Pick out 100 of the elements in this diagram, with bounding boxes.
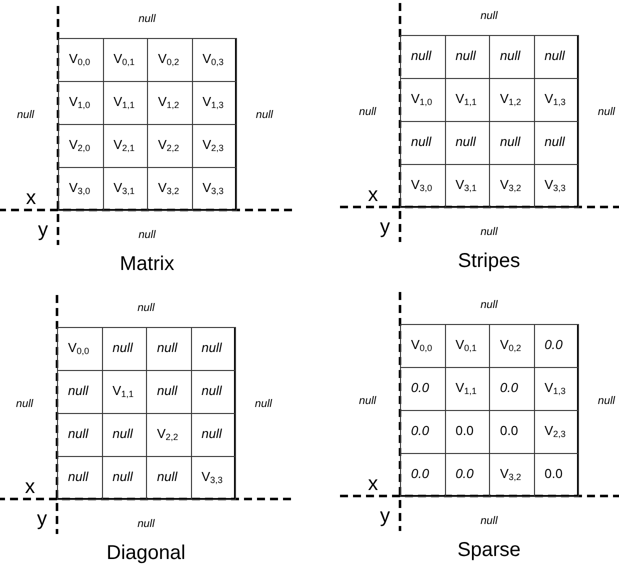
boundary-label: null bbox=[138, 228, 156, 243]
cell-value: null bbox=[68, 469, 88, 484]
cell-value: V$_{3,3}$ bbox=[202, 469, 223, 484]
cell-value: 0.0 bbox=[456, 466, 474, 481]
cell-value: null bbox=[202, 340, 222, 355]
cell-value: V$_{0,2}$ bbox=[158, 51, 180, 66]
cell-value: null bbox=[456, 48, 476, 63]
cell-value: null bbox=[157, 383, 178, 398]
boundary-label: null bbox=[256, 108, 273, 123]
boundary-label: null bbox=[598, 394, 615, 409]
boundary-label: null bbox=[138, 12, 156, 27]
grid-cell bbox=[400, 35, 446, 79]
boundary-label: null bbox=[480, 225, 498, 240]
cell-value: V$_{3,3}$ bbox=[544, 177, 566, 192]
boundary-label: null bbox=[254, 397, 272, 412]
cell-value: V$_{1,3}$ bbox=[202, 94, 224, 109]
axis-label: y bbox=[38, 220, 48, 240]
cell-value: 0.0 bbox=[411, 423, 430, 438]
axis-label: x bbox=[26, 188, 36, 208]
grid-cell bbox=[400, 164, 446, 208]
grid-cell bbox=[192, 38, 237, 82]
cell-value: V$_{2,3}$ bbox=[544, 423, 566, 438]
cell-value: 0.0 bbox=[544, 337, 563, 352]
cell-value: null bbox=[68, 426, 88, 441]
cell-value: V$_{1,1}$ bbox=[456, 91, 477, 106]
cell-value: V$_{0,0}$ bbox=[68, 340, 90, 355]
cell-value: 0.0 bbox=[456, 423, 474, 438]
cell-value: V$_{0,2}$ bbox=[500, 337, 522, 352]
grid-cell bbox=[58, 38, 104, 82]
cell-value: null bbox=[68, 383, 88, 398]
grid-cell bbox=[534, 164, 579, 208]
cell-value: V$_{2,2}$ bbox=[157, 426, 178, 441]
axis-label: x bbox=[368, 474, 378, 494]
cell-value: null bbox=[157, 469, 178, 484]
cell-value: 0.0 bbox=[411, 466, 430, 481]
axis-label: y bbox=[37, 509, 47, 529]
cell-value: V$_{3,2}$ bbox=[158, 180, 180, 195]
cell-value: null bbox=[411, 134, 432, 149]
cell-value: null bbox=[544, 48, 565, 63]
grid-cell bbox=[190, 327, 236, 371]
cell-value: V$_{0,0}$ bbox=[69, 51, 90, 66]
cell-value: null bbox=[411, 48, 432, 63]
cell-value: null bbox=[157, 340, 178, 355]
cell-value: null bbox=[456, 134, 476, 149]
boundary-label: null bbox=[359, 105, 376, 120]
grid-cell bbox=[534, 35, 579, 79]
boundary-label: null bbox=[137, 517, 155, 532]
boundary-label: null bbox=[480, 298, 498, 313]
grid-cell bbox=[400, 324, 446, 368]
cell-value: null bbox=[500, 134, 520, 149]
grid-cell bbox=[192, 167, 237, 211]
cell-value: V$_{3,2}$ bbox=[500, 466, 522, 481]
grid-caption: Matrix bbox=[120, 252, 174, 276]
cell-value: null bbox=[500, 48, 520, 63]
cell-value: V$_{2,1}$ bbox=[114, 137, 135, 152]
boundary-label: null bbox=[598, 105, 615, 120]
boundary-label: null bbox=[137, 301, 155, 316]
cell-value: V$_{1,2}$ bbox=[158, 94, 180, 109]
boundary-label: null bbox=[480, 9, 498, 24]
cell-value: V$_{1,0}$ bbox=[69, 94, 90, 109]
grid-cell bbox=[534, 324, 579, 368]
axis-label: y bbox=[380, 506, 390, 526]
boundary-label: null bbox=[359, 394, 376, 409]
axis-label: x bbox=[25, 477, 35, 497]
cell-value: V$_{3,1}$ bbox=[114, 180, 135, 195]
grid-caption: Diagonal bbox=[106, 541, 186, 565]
grid-cell bbox=[57, 456, 102, 500]
cell-value: V$_{3,0}$ bbox=[411, 177, 432, 192]
cell-value: V$_{2,3}$ bbox=[202, 137, 224, 152]
boundary-label: null bbox=[17, 108, 34, 123]
cell-value: null bbox=[112, 469, 133, 484]
cell-value: V$_{0,3}$ bbox=[202, 51, 224, 66]
cell-value: null bbox=[112, 426, 133, 441]
cell-value: V$_{1,1}$ bbox=[114, 94, 135, 109]
cell-value: null bbox=[202, 383, 222, 398]
cell-value: V$_{0,0}$ bbox=[411, 337, 432, 352]
cell-value: V$_{1,0}$ bbox=[411, 91, 432, 106]
axis-label: x bbox=[368, 185, 378, 205]
grid-cell bbox=[57, 327, 102, 371]
cell-value: V$_{1,2}$ bbox=[500, 91, 522, 106]
cell-value: null bbox=[544, 134, 565, 149]
grid-caption: Stripes bbox=[458, 249, 520, 273]
cell-value: V$_{0,1}$ bbox=[114, 51, 135, 66]
cell-value: V$_{1,3}$ bbox=[544, 91, 566, 106]
cell-value: V$_{1,3}$ bbox=[544, 380, 566, 395]
cell-value: V$_{3,2}$ bbox=[500, 177, 522, 192]
cell-value: V$_{2,0}$ bbox=[69, 137, 90, 152]
axis-label: y bbox=[380, 217, 390, 237]
boundary-label: null bbox=[480, 514, 498, 529]
grid-caption: Sparse bbox=[457, 538, 521, 562]
cell-value: null bbox=[112, 340, 133, 355]
grid-cell bbox=[534, 453, 579, 497]
grid-cell bbox=[400, 453, 446, 497]
boundary-label: null bbox=[16, 397, 34, 412]
cell-value: V$_{1,1}$ bbox=[456, 380, 477, 395]
cell-value: V$_{3,1}$ bbox=[456, 177, 477, 192]
cell-value: null bbox=[202, 426, 222, 441]
cell-value: V$_{1,1}$ bbox=[112, 383, 134, 398]
cell-value: V$_{3,0}$ bbox=[69, 180, 90, 195]
cell-value: V$_{3,3}$ bbox=[202, 180, 224, 195]
